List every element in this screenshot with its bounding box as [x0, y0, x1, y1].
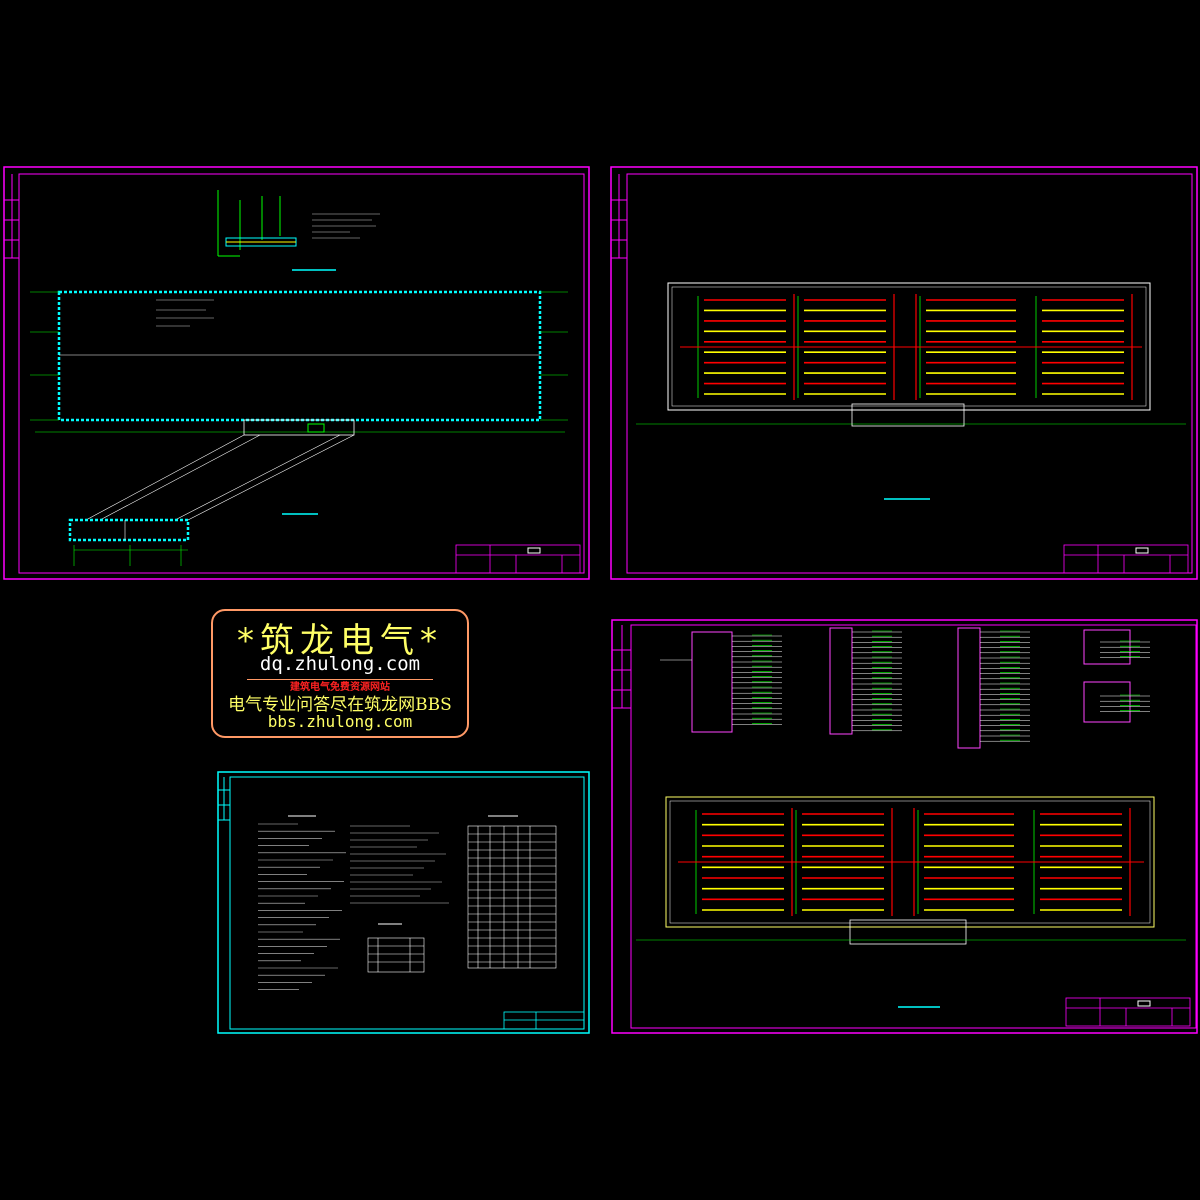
sheet-grounding-plan — [3, 166, 590, 580]
logo-title: *筑龙电气* — [237, 621, 443, 661]
diagram-notes — [312, 213, 380, 239]
sheet-lighting-plan-2 — [611, 619, 1198, 1034]
zhulong-logo-badge: *筑龙电气* dq.zhulong.com 建筑电气免费资源网站 电气专业问答尽… — [211, 609, 469, 738]
sheet-lighting-plan-1 — [610, 166, 1198, 580]
logo-bbs-text: 电气专业问答尽在筑龙网BBS — [228, 695, 452, 715]
logo-url[interactable]: dq.zhulong.com — [259, 653, 421, 675]
grounding-system-diagram — [217, 190, 297, 257]
logo-subtitle: 建筑电气免费资源网站 — [290, 682, 390, 693]
sheet-notes — [217, 771, 590, 1034]
logo-divider — [247, 679, 433, 680]
logo-bbs-url[interactable]: bbs.zhulong.com — [267, 712, 413, 731]
